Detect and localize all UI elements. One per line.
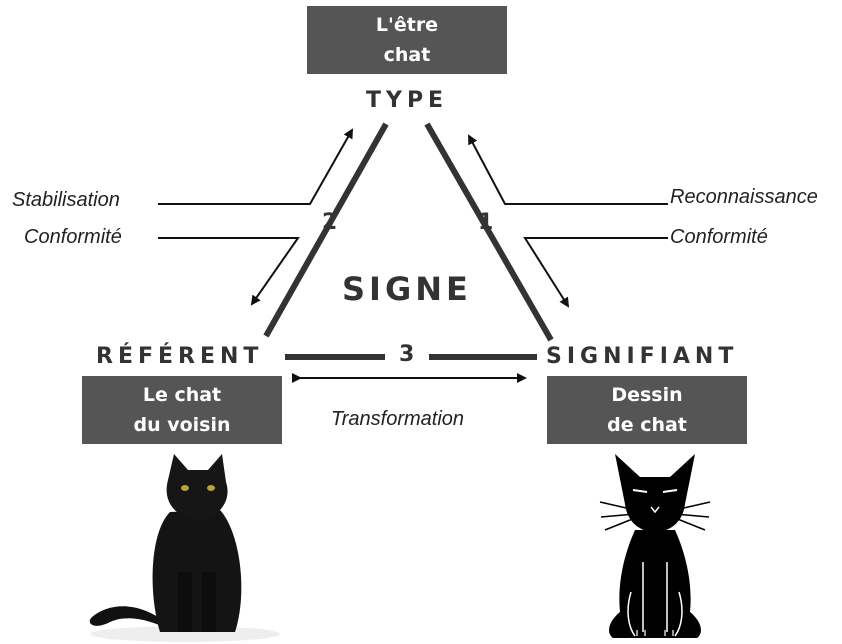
left-lower-text: Conformité bbox=[24, 226, 122, 248]
edge-left bbox=[263, 122, 389, 338]
cat-drawing-icon bbox=[599, 454, 711, 638]
type-box-line-1: L'être bbox=[375, 14, 439, 36]
edge-right bbox=[424, 122, 554, 342]
referent-box: Le chat du voisin bbox=[82, 376, 282, 444]
black-cat-photo bbox=[89, 454, 280, 642]
edge-number-left: 2 bbox=[322, 210, 338, 235]
type-box-line-2: chat bbox=[383, 44, 431, 66]
signifiant-label: SIGNIFIANT bbox=[546, 344, 739, 369]
right-upper-arrow bbox=[468, 134, 668, 205]
edge-number-bottom: 3 bbox=[399, 342, 415, 367]
left-upper-arrow bbox=[158, 128, 353, 205]
signifiant-box-line-1: Dessin bbox=[611, 384, 683, 406]
referent-box-line-1: Le chat bbox=[142, 384, 222, 406]
right-lower-arrow bbox=[523, 237, 668, 308]
signe-label: SIGNE bbox=[342, 270, 472, 308]
signifiant-box-line-2: de chat bbox=[607, 414, 687, 436]
bottom-text: Transformation bbox=[331, 408, 465, 430]
right-upper-text: Reconnaissance bbox=[670, 186, 818, 208]
right-lower-text: Conformité bbox=[670, 226, 768, 248]
edge-number-right: 1 bbox=[478, 210, 494, 235]
left-lower-arrow bbox=[158, 237, 300, 306]
referent-box-line-2: du voisin bbox=[133, 414, 231, 436]
left-upper-text: Stabilisation bbox=[12, 189, 120, 211]
signifiant-box: Dessin de chat bbox=[547, 376, 747, 444]
type-label: TYPE bbox=[366, 88, 449, 113]
type-box: L'être chat bbox=[307, 6, 507, 74]
referent-label: RÉFÉRENT bbox=[96, 344, 264, 369]
